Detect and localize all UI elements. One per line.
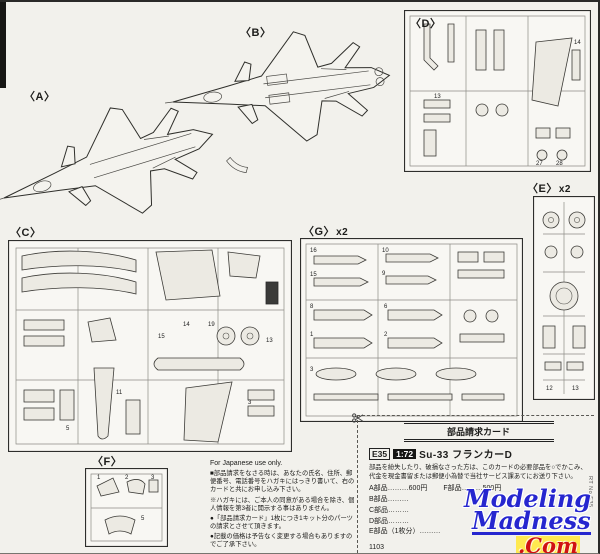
kit-code-badge: E35 [369, 447, 391, 460]
part-number: 3 [248, 400, 252, 406]
part-number: 14 [574, 40, 581, 46]
part-number: 16 [310, 248, 317, 254]
part-number: 6 [384, 304, 388, 310]
kit-name: Su-33 フランカーD [419, 450, 513, 461]
section-label-d: 〈D〉 [410, 18, 442, 30]
scissors-icon [352, 410, 364, 428]
sprue-g-parts [313, 251, 505, 401]
part-number: 13 [434, 94, 441, 100]
section-qty-g: x2 [336, 227, 349, 238]
part-number: 3 [310, 367, 314, 373]
sprue-f: 1 2 3 5 [85, 468, 168, 547]
part-number: 1 [97, 475, 101, 481]
section-label-g-text: 〈G〉 [303, 226, 336, 238]
part-number: 5 [141, 516, 145, 522]
price-list: A部品………600円 F部品………500円 B部品……… C部品……… D部品…… [369, 484, 588, 538]
part-number: 8 [310, 304, 314, 310]
card-number: 1103 [369, 544, 385, 551]
price-item: A部品………600円 [369, 485, 428, 492]
sprue-d-parts [423, 23, 581, 161]
part-number: 5 [66, 426, 70, 432]
section-label-a: 〈A〉 [24, 91, 56, 103]
kit-band: E35 1:72 Su-33 フランカーD [369, 446, 588, 461]
part-number: 19 [208, 322, 215, 328]
sprue-g: 16 10 15 9 8 6 1 2 3 [300, 238, 523, 422]
watermark-line1: Modeling [464, 484, 592, 513]
modelingmadness-watermark: Modeling Madness .Com [464, 484, 598, 554]
sprue-e: 12 13 [533, 196, 595, 400]
price-item: B部品……… [369, 495, 409, 503]
card-title: 部品請求カード [403, 421, 554, 442]
section-label-f: 〈F〉 [92, 456, 123, 468]
part-number: 14 [183, 322, 190, 328]
scan-artifact-bar [0, 2, 6, 88]
part-number: 12 [546, 386, 553, 392]
section-label-e-text: 〈E〉 [527, 183, 558, 195]
card-ref: RT No.E35 [587, 476, 593, 508]
part-number: 3 [151, 475, 155, 481]
sprue-f-parts [96, 477, 159, 535]
watermark-line2: Madness [472, 506, 591, 536]
part-number: 9 [382, 271, 386, 277]
part-number: 28 [556, 161, 563, 167]
section-qty-e: x2 [558, 184, 571, 195]
japanese-note-heading: For Japanese use only. [210, 460, 283, 467]
parts-request-card: 部品請求カード E35 1:72 Su-33 フランカーD 部品を紛失したり、破… [352, 413, 594, 553]
section-label-b: 〈B〉 [240, 27, 272, 39]
japanese-note-line: ■部品請求をなさる時は、あなたの氏名、住所、郵便番号、電話番号をハガキにはっきり… [210, 470, 355, 494]
part-number: 13 [266, 338, 273, 344]
sprue-c-parts [21, 249, 279, 443]
section-label-g: 〈G〉x2 [303, 223, 348, 239]
japanese-note-line: ※ハガキには、ご本人の同意がある場合を除き、個人情報を第3者に開示する事はありま… [210, 496, 355, 512]
card-instructions: 部品を紛失したり、破損なさった方は、このカードの必要部品を○でかこみ、代金を現金… [369, 464, 587, 480]
part-number: 10 [382, 248, 389, 254]
aircraft-bottom-view-drawing [157, 20, 400, 175]
sprue-e-parts [542, 211, 586, 371]
sprue-d: 14 13 27 28 [404, 10, 591, 172]
kit-scale-badge: 1:72 [393, 448, 417, 459]
part-number: 15 [158, 334, 165, 340]
part-number: 27 [536, 161, 543, 167]
sprue-c: 14 19 15 13 11 3 5 [8, 240, 292, 452]
japanese-note-block: For Japanese use only. ■部品請求をなさる時は、あなたの氏… [210, 460, 358, 552]
japanese-note-line: ●記載の価格は予告なく変更する場合もありますのでご了承下さい。 [210, 533, 353, 549]
price-item: C部品……… [369, 506, 410, 514]
section-label-e: 〈E〉x2 [527, 180, 571, 196]
part-number: 11 [116, 390, 123, 396]
part-number: 2 [384, 332, 388, 338]
part-number: 13 [572, 386, 579, 392]
price-item: D部品……… [369, 517, 410, 525]
watermark-line3: .Com [516, 533, 581, 554]
price-item: F部品………500円 [443, 485, 502, 492]
part-number: 1 [310, 332, 314, 338]
part-number: 15 [310, 272, 317, 278]
japanese-note-line: ●「部品請求カード」1枚につき1キット分のパーツの請求とさせて頂きます。 [210, 514, 353, 531]
part-number: 2 [125, 475, 129, 481]
section-label-c: 〈C〉 [10, 227, 42, 239]
price-item: E部品（1枚分）……… [369, 528, 441, 536]
